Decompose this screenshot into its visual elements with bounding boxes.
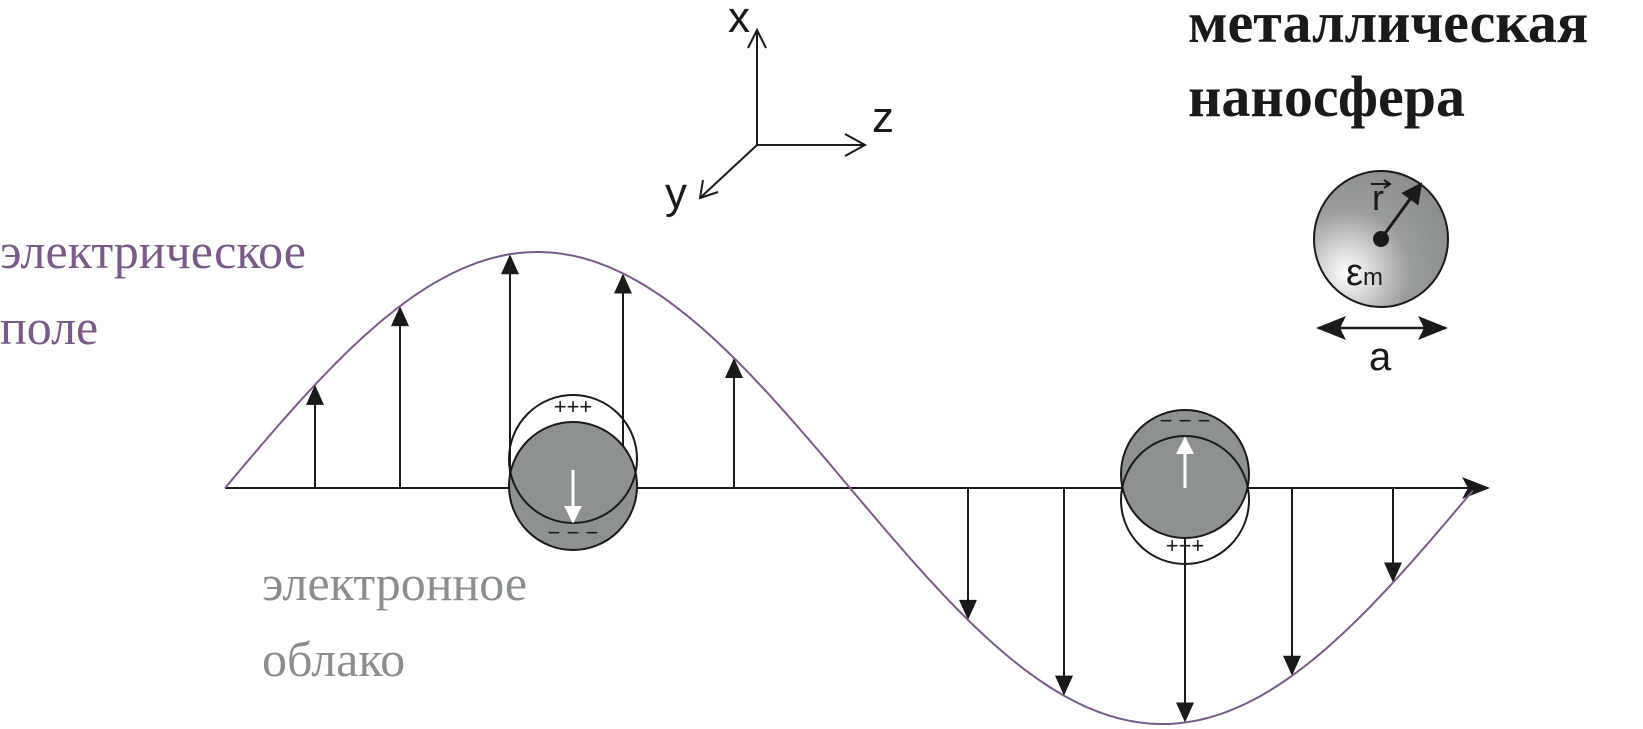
arrow-icon [306,384,324,405]
axis-y-label: y [665,169,687,218]
arrow-icon [1055,675,1073,696]
diameter-label: a [1369,335,1392,379]
radius-vector-arrow [1379,182,1423,240]
vector-overbar-head [1383,179,1392,189]
arrow-icon [391,306,409,327]
cloud-label-line-2: облако [262,631,405,687]
arrow-icon [959,599,977,620]
epsilon-label: εm [1346,252,1383,294]
electric-field-wave [224,251,1474,725]
charge-minus-left: − − − [548,520,599,545]
cloud-label-line-1: электронное [262,555,527,611]
y-axis-arrowhead [698,179,719,200]
axis-z-label: z [872,93,894,142]
nanosphere-right: − − − +++ [1120,408,1250,565]
y-axis-line [699,144,758,199]
propagation-axis-arrowhead [1462,477,1490,499]
sphere-outline-right [1120,435,1250,565]
nanosphere-left: +++ − − − [508,394,638,551]
arrow-icon [1283,655,1301,676]
field-label-line-2: поле [0,299,98,355]
field-label-line-1: электрическое [0,223,306,279]
title-line-2: наносфера [1188,64,1465,129]
coordinate-axes [698,27,868,200]
arrow-icon [614,273,632,294]
charge-plus-left: +++ [554,394,593,419]
legend-sphere: r εm a [1313,170,1449,379]
z-axis-arrowhead [844,133,868,157]
arrow-icon [1176,702,1194,723]
axis-x-label: x [728,0,750,42]
charge-plus-right: +++ [1166,533,1205,558]
arrow-icon [1384,562,1402,583]
diameter-arrowhead-right [1418,316,1448,340]
diameter-arrowhead-left [1316,316,1346,340]
x-axis-arrowhead [747,27,767,49]
radius-vector-label: r [1372,177,1384,218]
arrow-icon [725,358,743,379]
arrow-icon [501,254,519,275]
charge-minus-right: − − − [1160,408,1211,433]
title-line-1: металлическая [1188,0,1588,55]
